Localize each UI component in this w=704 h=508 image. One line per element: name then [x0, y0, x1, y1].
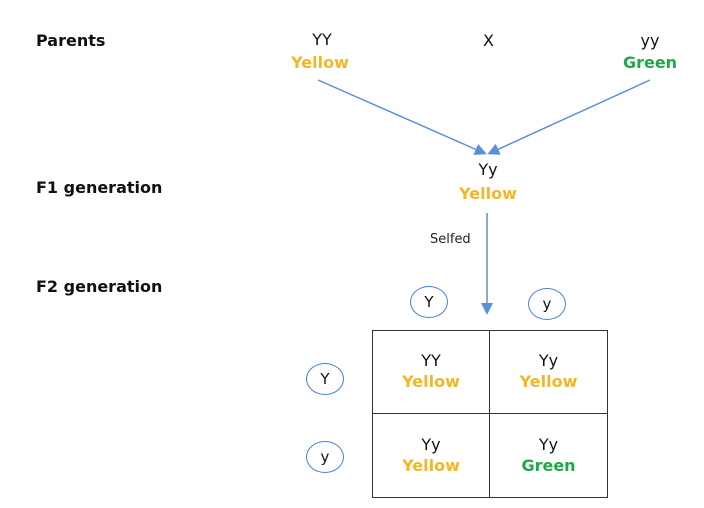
parents-label: Parents — [36, 31, 106, 50]
punnett-cell: Yy Green — [490, 414, 607, 497]
gamete-top-1: Y — [410, 286, 448, 318]
cell-genotype: Yy — [538, 351, 559, 370]
punnett-cell: YY Yellow — [373, 331, 490, 414]
punnett-cell: Yy Yellow — [373, 414, 490, 497]
gamete-top-2: y — [528, 288, 566, 320]
parent-left-arrow — [317, 79, 487, 155]
parent-left-genotype: YY — [312, 30, 332, 49]
punnett-cell: Yy Yellow — [490, 331, 607, 414]
parent-right-arrow — [487, 79, 651, 155]
f2-generation-label: F2 generation — [36, 277, 163, 296]
f1-generation-label: F1 generation — [36, 178, 163, 197]
cell-phenotype: Yellow — [519, 372, 578, 391]
parent-right-phenotype: Green — [622, 53, 678, 72]
parent-right-genotype: yy — [640, 31, 660, 50]
cell-phenotype: Yellow — [402, 372, 460, 391]
gamete-side-2: y — [306, 441, 344, 473]
selfed-label: Selfed — [430, 232, 471, 247]
gamete-side-1: Y — [306, 363, 344, 395]
cell-phenotype: Yellow — [402, 455, 460, 475]
punnett-square: YY Yellow Yy Yellow Yy Yellow Yy Green — [372, 330, 608, 498]
f1-genotype: Yy — [478, 160, 498, 179]
f1-phenotype: Yellow — [459, 184, 517, 203]
cell-phenotype: Green — [521, 455, 576, 475]
cell-genotype: YY — [421, 351, 441, 370]
parent-left-phenotype: Yellow — [291, 53, 349, 72]
cell-genotype: Yy — [538, 434, 559, 454]
cell-genotype: Yy — [421, 434, 441, 454]
cross-symbol: X — [483, 31, 494, 50]
